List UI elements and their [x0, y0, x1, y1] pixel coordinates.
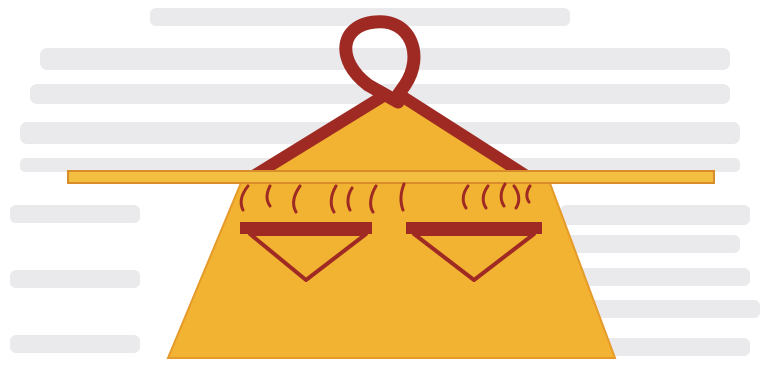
trapezoid-garment-icon: [168, 178, 615, 358]
upper-triangle-fill: [258, 95, 530, 178]
horizontal-rod-icon: [68, 171, 714, 183]
